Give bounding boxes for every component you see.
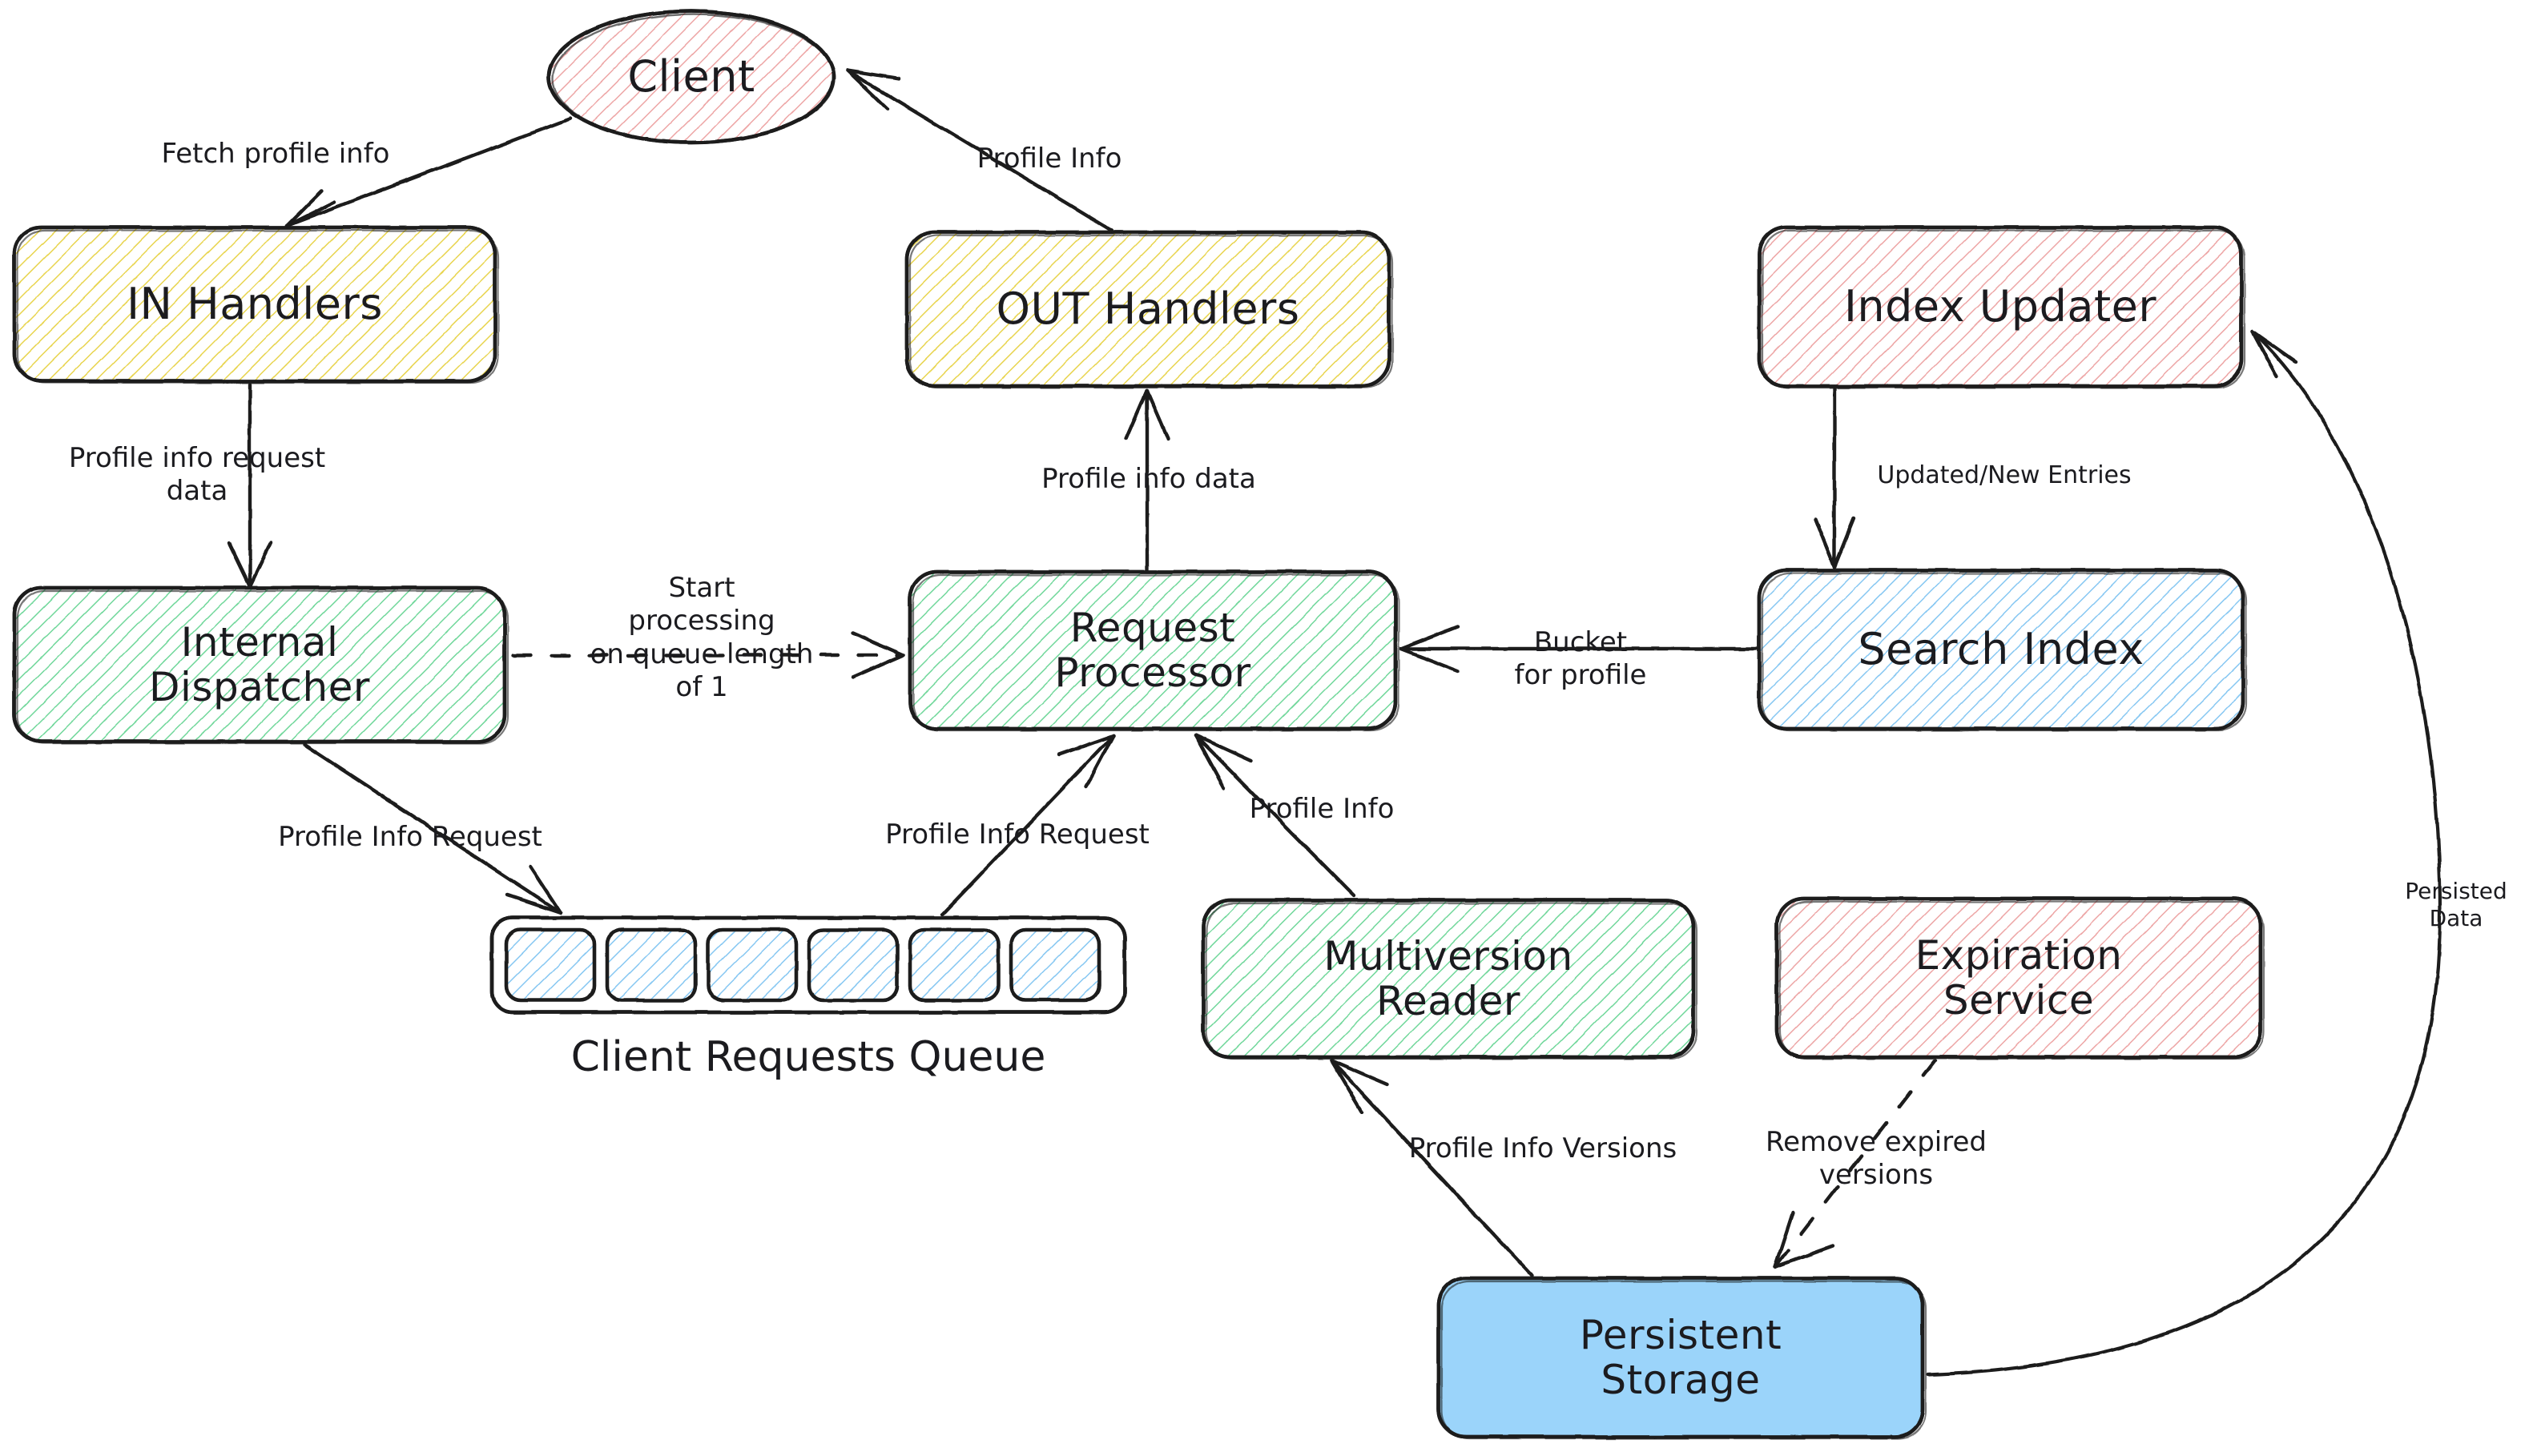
node-index-updater-shape: [1757, 225, 2246, 389]
node-multiversion-reader-shape: [1201, 898, 1698, 1060]
edge-expiration-service-to-storage: [1773, 1058, 1938, 1269]
node-out-handlers-shape: [904, 230, 1394, 389]
edge-dispatcher-to-queue: [302, 742, 563, 915]
edge-index-updater-to-search-index: [1813, 387, 1856, 569]
edge-storage-to-multiversion-reader: [1329, 1058, 1534, 1277]
edge-search-index-to-request-processor: [1398, 624, 1758, 674]
edge-in-handlers-to-dispatcher: [227, 382, 273, 589]
node-client-shape: [546, 9, 836, 145]
node-in-handlers-shape: [12, 225, 500, 384]
edge-storage-to-index-updater: [1925, 329, 2442, 1377]
edge-dispatcher-to-request-processor-head: [850, 630, 906, 680]
edge-out-handlers-to-client: [845, 68, 1114, 233]
node-persistent-storage-shape: [1436, 1276, 1927, 1440]
node-dispatcher-shape: [12, 585, 509, 745]
edge-multiversion-reader-to-request-processor: [1193, 733, 1356, 898]
node-expiration-service-shape: [1774, 896, 2265, 1060]
edge-queue-to-request-processor: [940, 733, 1116, 917]
edge-request-processor-to-out-handlers: [1124, 388, 1170, 573]
node-request-processor-shape: [908, 569, 1400, 732]
edge-expiration-service-to-storage-head: [1773, 1210, 1835, 1269]
client-requests-queue-shape: [489, 915, 1127, 1015]
edge-client-to-in-handlers: [284, 116, 573, 228]
node-search-index-shape: [1757, 568, 2248, 732]
